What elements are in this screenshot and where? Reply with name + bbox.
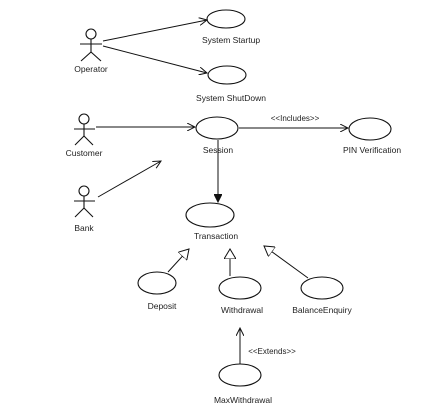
usecase-deposit-label: Deposit [148, 301, 177, 311]
includes-label: <<Includes>> [271, 114, 320, 123]
usecase-pin-verification: PIN Verification [343, 117, 401, 155]
actor-customer: Customer [66, 113, 103, 158]
usecase-withdrawal-label: Withdrawal [221, 305, 263, 315]
actor-operator: Operator [74, 28, 108, 74]
gen-deposit-transaction [167, 249, 189, 273]
usecase-max-withdrawal-label: MaxWithdrawal [214, 395, 272, 405]
assoc-operator-startup [102, 20, 207, 42]
usecase-system-startup: System Startup [202, 9, 260, 45]
usecase-system-startup-label: System Startup [202, 35, 260, 45]
usecase-system-shutdown: System ShutDown [196, 65, 266, 103]
actor-customer-label: Customer [66, 148, 103, 158]
assoc-operator-shutdown [102, 45, 207, 73]
assoc-bank-session [97, 161, 161, 198]
usecase-transaction-label: Transaction [194, 231, 238, 241]
usecase-transaction: Transaction [185, 202, 238, 241]
usecase-session: Session [195, 116, 239, 155]
actor-bank-label: Bank [74, 223, 94, 233]
actor-bank: Bank [74, 185, 95, 233]
usecase-max-withdrawal: MaxWithdrawal [214, 363, 272, 405]
extends-label: <<Extends>> [248, 347, 296, 356]
usecase-system-shutdown-label: System ShutDown [196, 93, 266, 103]
usecase-balance-enquiry: BalanceEnquiry [292, 276, 353, 315]
actor-operator-label: Operator [74, 64, 108, 74]
usecase-pin-verification-label: PIN Verification [343, 145, 401, 155]
usecase-withdrawal: Withdrawal [218, 276, 263, 315]
gen-balance-transaction [264, 246, 309, 279]
usecase-balance-enquiry-label: BalanceEnquiry [292, 305, 352, 315]
usecase-deposit: Deposit [137, 271, 177, 311]
